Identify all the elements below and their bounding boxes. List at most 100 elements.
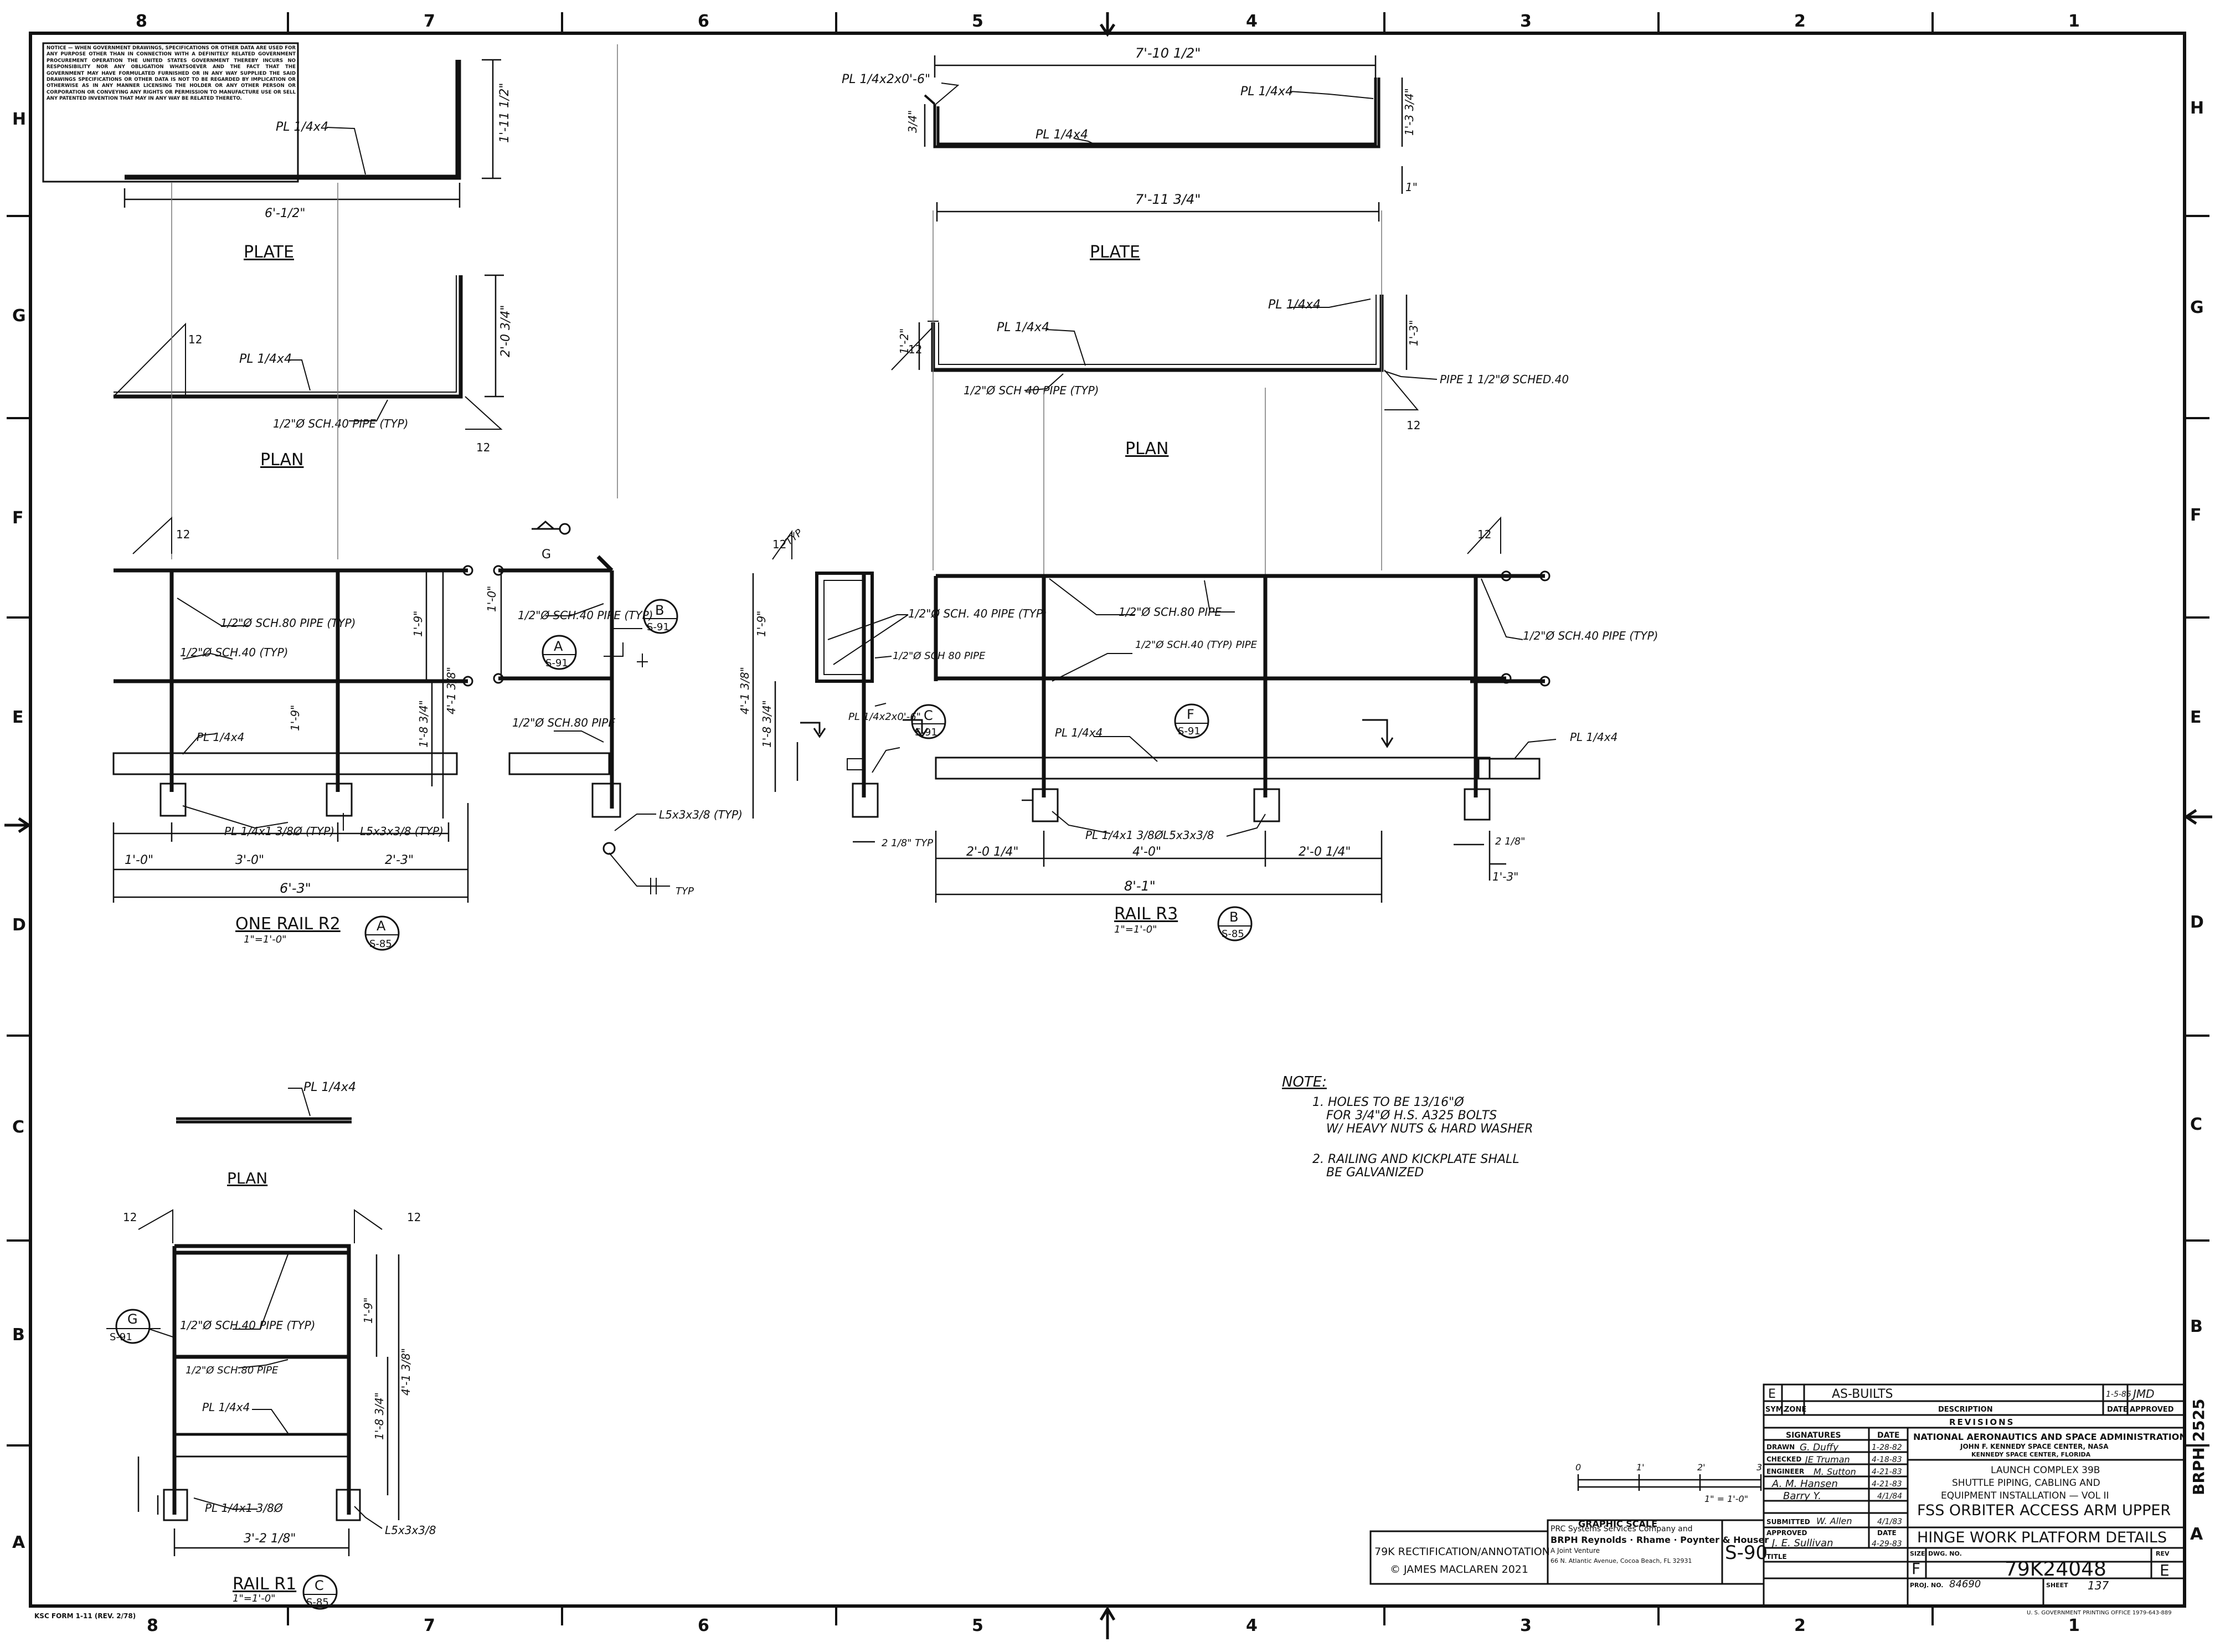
notice-text: NOTICE — WHEN GOVERNMENT DRAWINGS, SPECI… [47,45,296,102]
section-c-dim-3: 1'-9" [755,611,768,637]
section-c-slope: 12 [772,538,786,551]
rail-r2-base-plate [159,783,187,817]
graphic-scale: 0 1' 2' 3' 1" = 1'-0" GRAPHIC SCALE [1575,1462,1765,1529]
sig-engineer: M. Sutton [1814,1466,1856,1477]
rail-r2-tag-letter: A [377,918,386,934]
plan-right-dim-left: 1'-2" [898,328,911,354]
rail-r2-dim-h2: 4'-1 3/8" [445,667,458,714]
zone-row-left: C [12,1118,24,1137]
right-end-dims [1454,831,1506,881]
stamp-line-2: © JAMES MACLAREN 2021 [1390,1563,1528,1576]
plate-right-dim-top: 7'-10 1/2" [1135,45,1201,61]
rail-r3-base-plate [1253,788,1280,822]
zone-col-top: 5 [972,12,983,31]
title-block-frame [1763,1383,2186,1607]
rail-r3-callout-3: PL 1/4x4 [1055,726,1103,739]
rail-r3-base-plate [1032,788,1059,822]
sig-checked-label: CHECKED [1766,1455,1801,1463]
section-c-base-plate [852,783,879,818]
center-arrow-right [2183,809,2212,825]
form-number: KSC FORM 1-11 (REV. 2/78) [34,1612,136,1620]
section-c-slope [772,529,792,560]
rail-r3-pipes [934,574,1506,797]
notes-line: 2. RAILING AND KICKPLATE SHALL [1312,1152,1519,1166]
rail-r1-tag-letter: C [315,1578,324,1593]
sig-submitted: W. Allen [1816,1516,1852,1526]
rail-r2-callout-2: 1/2"Ø SCH.40 (TYP) [180,646,288,659]
rail-r1-g-tag-letter: G [127,1311,138,1327]
section-a-callout-3: L5x3x3/8 (TYP) [659,808,743,821]
plan-right-dim-right: 1'-3" [1407,320,1420,346]
notice-box [42,42,299,183]
zone-labels-bottom: 8 7 6 5 4 3 2 1 [147,1616,2080,1635]
plate-left-dim-height: 1'-11 1/2" [498,83,512,143]
rail-r3-section-tag-letter: F [1187,707,1194,722]
section-a-pipe-end [493,673,504,684]
section-a-top [532,521,559,530]
section-c-dim-1: 4'-1 3/8" [738,667,751,714]
zone-row-left: B [12,1325,25,1345]
section-b-tag-letter: B [655,603,664,618]
dwg-no: 79K24048 [2005,1558,2106,1581]
rail-r2-base-plate [326,783,353,817]
plan-left-pipe [114,275,463,399]
zone-row-left: H [12,110,26,129]
plate-left-leader [326,127,366,175]
rail-r1-plan-slopes [138,1209,383,1243]
rail-r2-tag-sheet: S-85 [369,938,392,950]
right-end-callout-plate: PL 1/4x4 [1570,730,1618,744]
rail-r2-dim-total: 6'-3" [280,881,311,896]
rail-r1-dim-h1: 1'-9" [362,1298,375,1324]
center-arrow-left [4,817,32,833]
rail-r3-dim-3: 2'-0 1/4" [1299,845,1351,859]
section-a-leaders [545,603,656,831]
section-a-bolt [602,842,616,855]
rail-r3-leaders [1049,578,1266,837]
rail-r3-callout-2: 1/2"Ø SCH.40 (TYP) PIPE [1135,639,1258,651]
project-1: LAUNCH COMPLEX 39B [1991,1465,2100,1476]
view-plan-right: PL 1/4x4 PL 1/4x4 1/2"Ø SCH 40 PIPE (TYP… [891,295,1569,459]
plan-left-title: PLAN [260,450,303,470]
graphic-scale-ratio: 1" = 1'-0" [1704,1494,1748,1504]
view-plate-left: PL 1/4x4 6'-1/2" 1'-11 1/2" PLATE [123,59,512,262]
rail-r3-callout-5: L5x3x3/8 [1163,828,1214,842]
zone-row-right: H [2190,99,2204,118]
plate-right-leaders [935,83,1374,146]
zone-row-left: A [12,1533,25,1552]
plate-right-dim-bottom: 7'-11 3/4" [1135,192,1201,207]
rail-r3-dim-total: 8'-1" [1124,878,1156,894]
rail-r3-title: RAIL R3 [1114,904,1178,924]
rail-r1-plan-slope-2: 12 [407,1211,421,1224]
rail-r2-callout-4: PL 1/4x1 3/8Ø (TYP) [224,825,334,838]
rev-date: 1-5-85 [2106,1390,2131,1399]
rail-r1-callout-3: PL 1/4x4 [202,1401,250,1414]
size-header: SIZE [1910,1550,1925,1557]
zone-row-right: F [2190,506,2202,525]
sig-checked-date: 4-18-83 [1872,1455,1902,1464]
zone-row-left: F [12,508,24,528]
zone-col-top: 1 [2068,12,2080,31]
section-c-dim-2: 1'-8 3/4" [760,700,774,748]
rail-r1-g-tag-sheet: S-91 [110,1331,132,1343]
rail-r2-pipe-end [462,565,473,576]
plate-right-flange [924,94,936,105]
notes-line: 1. HOLES TO BE 13/16"Ø [1312,1095,1464,1109]
section-a-kickplate [508,752,610,775]
section-a-callout-2: 1/2"Ø SCH.80 PIPE [512,716,615,729]
sig-submitted-label: SUBMITTED [1766,1518,1810,1526]
rail-r3-detail-tag [1217,906,1253,941]
plan-right-callout-pipe: 1/2"Ø SCH 40 PIPE (TYP) [964,384,1099,397]
sig-drawn-label: DRAWN [1766,1443,1795,1451]
plan-left-callout-pipe: 1/2"Ø SCH.40 PIPE (TYP) [273,417,408,430]
right-end-kickplate [1477,758,1541,780]
rail-r1-callout-2: 1/2"Ø SCH.80 PIPE [186,1365,279,1376]
zone-labels-top: 8 7 6 5 4 3 2 1 [136,12,2080,31]
center-arrow-top [1099,12,1116,37]
zone-col-top: 6 [698,12,709,31]
plan-right-slope-2: 12 [1407,419,1420,432]
notes-block: NOTE: 1. HOLES TO BE 13/16"Ø FOR 3/4"Ø H… [1282,1074,1533,1180]
section-c-leaders [827,614,909,773]
rail-r3-scale: 1"=1'-0" [1114,924,1157,935]
sig-engineer-date: 4-21-83 [1872,1468,1902,1476]
rail-r3-tag-letter: B [1229,909,1238,925]
